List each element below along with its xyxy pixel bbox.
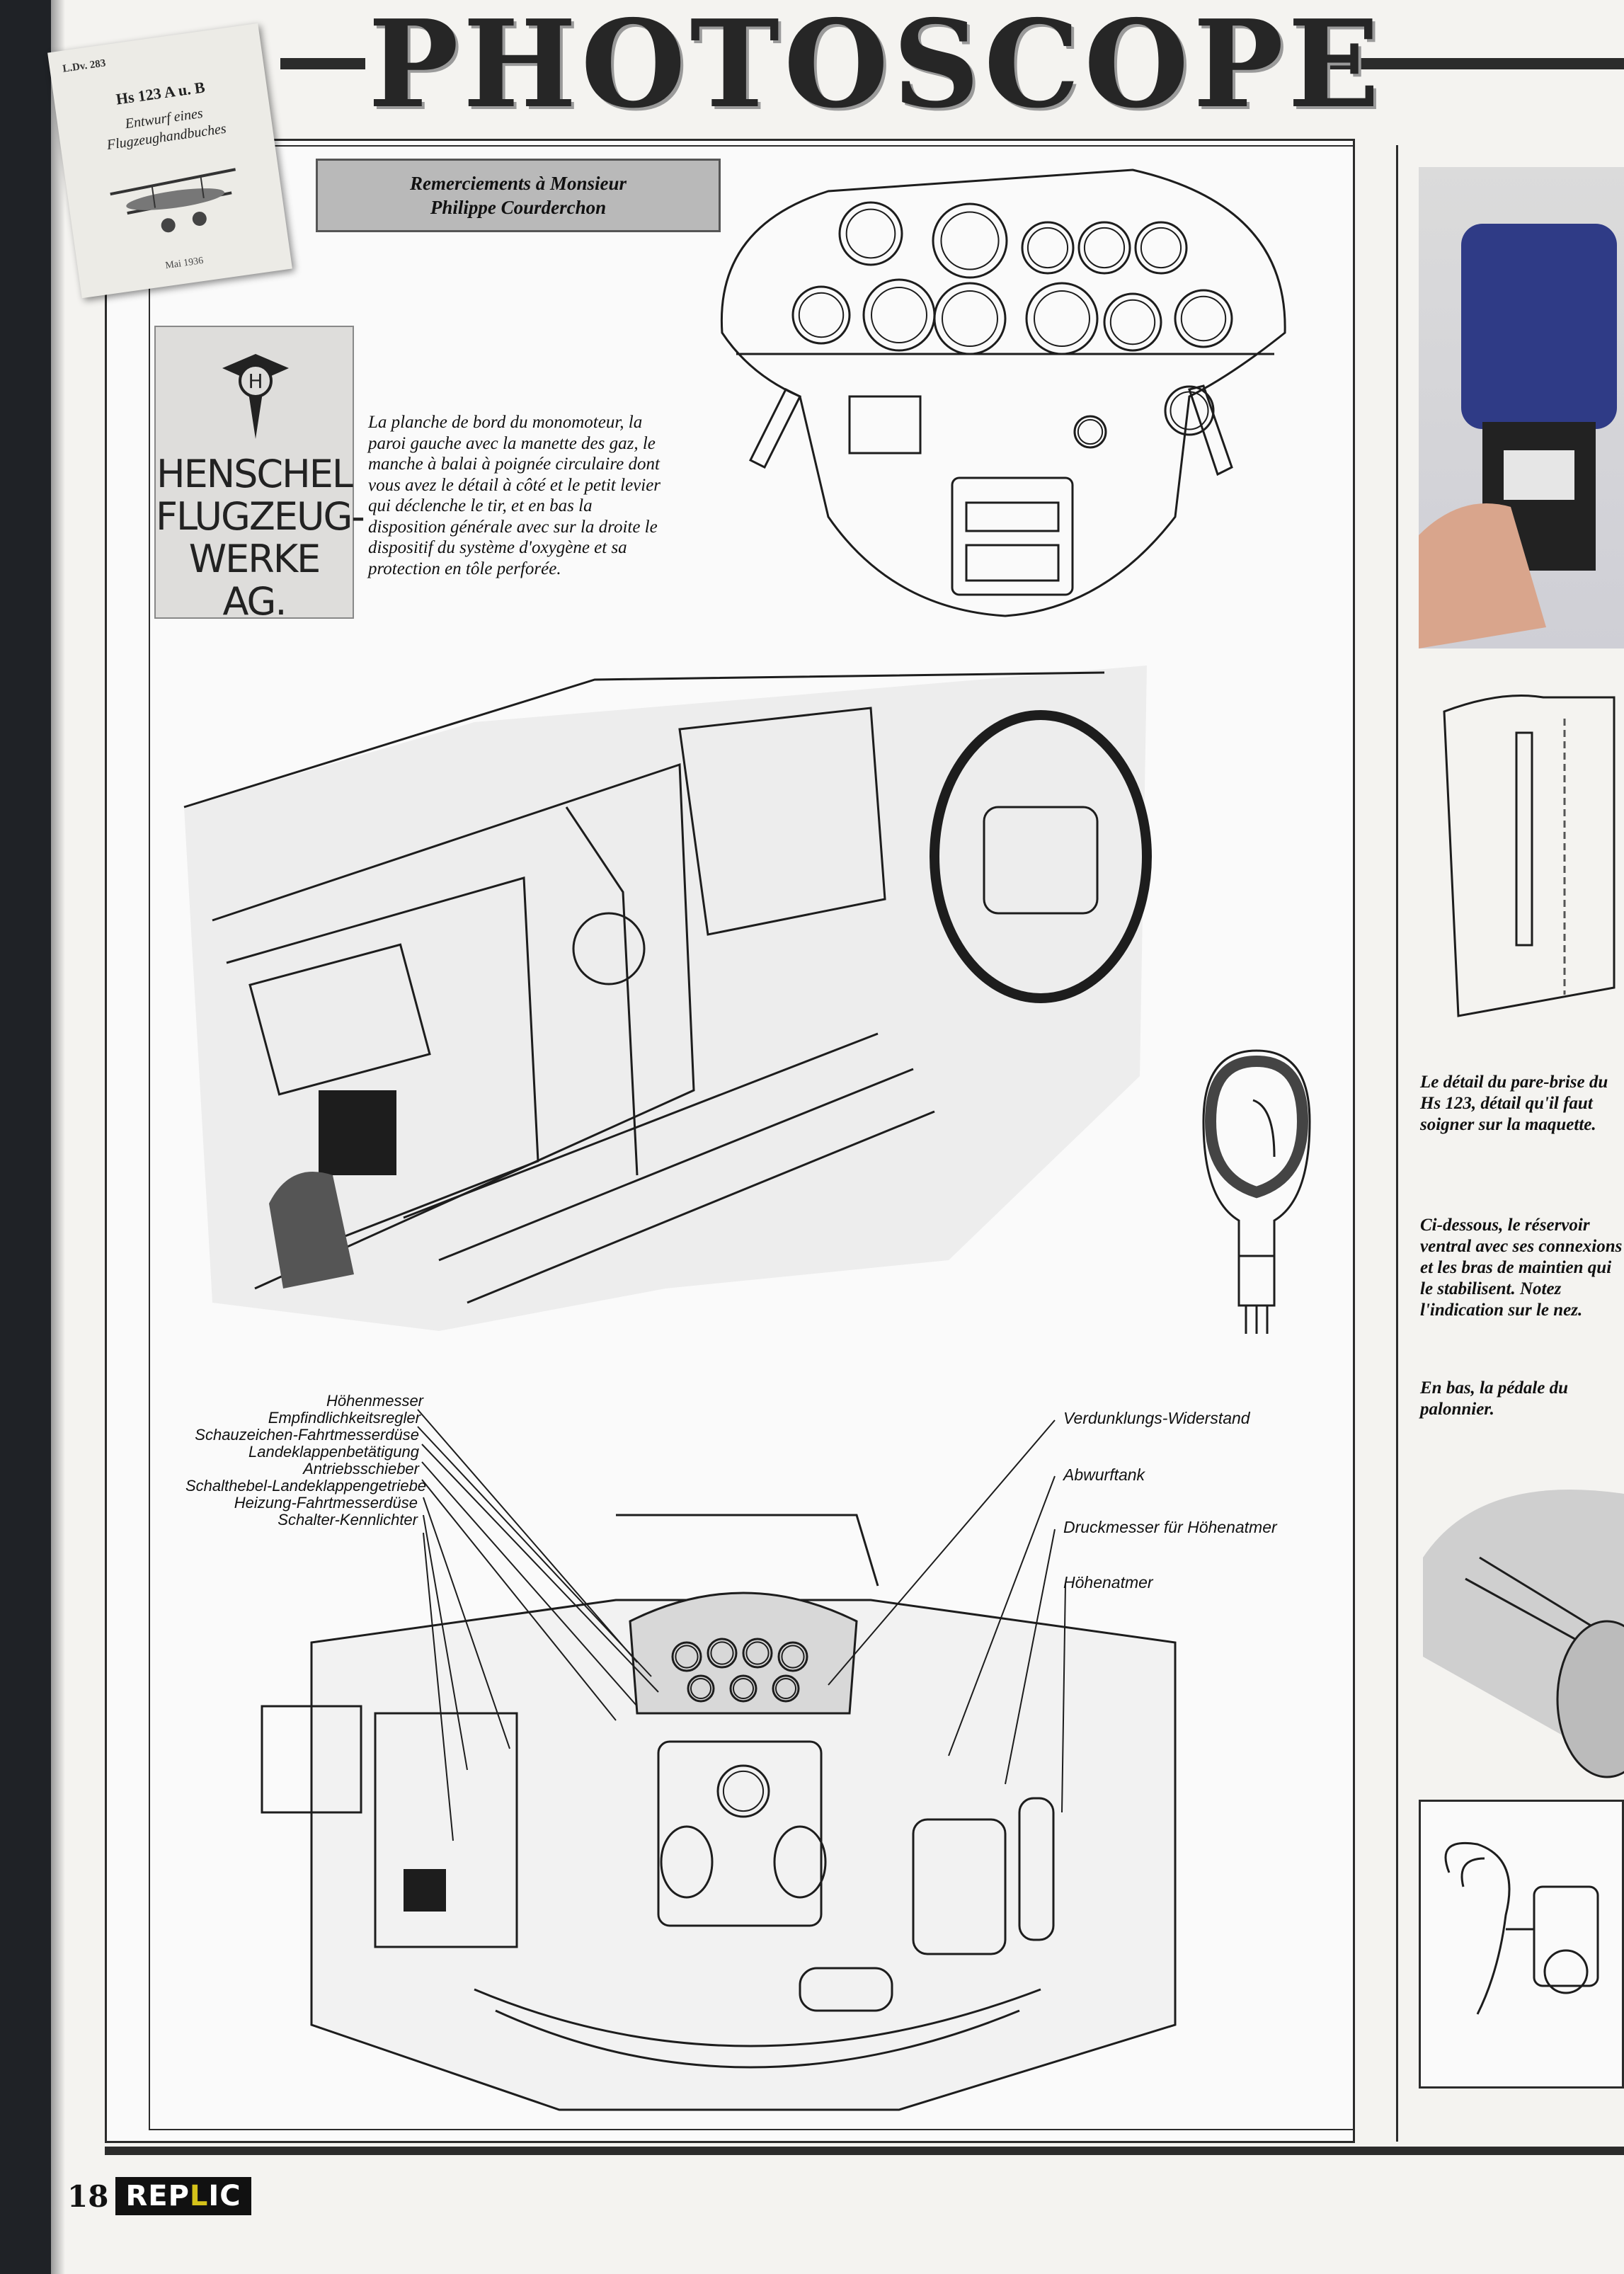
caption-instrument-panel: La planche de bord du monomoteur, la par… bbox=[368, 413, 661, 578]
label-schalthebel: Schalthebel-Landeklappengetriebe bbox=[185, 1477, 427, 1495]
rudder-pedal-box bbox=[1419, 1800, 1624, 2089]
page-number: 18 bbox=[67, 2178, 109, 2214]
arrangement-gauge bbox=[742, 1638, 773, 1669]
arrangement-gauge-bezel bbox=[774, 1677, 797, 1700]
arrangement-gauge bbox=[671, 1641, 702, 1672]
panel-gauge-bezel bbox=[1034, 290, 1090, 347]
henschel-emblem-icon: H bbox=[222, 354, 289, 439]
diagram-labels-left: Höhenmesser Empfindlichkeitsregler Schau… bbox=[185, 1392, 427, 1529]
label-schauzeichen: Schauzeichen-Fahrtmesserdüse bbox=[195, 1426, 419, 1444]
panel-gauge-bezel bbox=[942, 290, 998, 347]
panel-gauge bbox=[1134, 221, 1188, 275]
spine-shadow bbox=[51, 0, 65, 2274]
caption-pedal: En bas, la pédale du palonnier. bbox=[1420, 1378, 1569, 1419]
panel-gauge-bezel bbox=[1180, 295, 1227, 342]
arrangement-gauge-bezel bbox=[690, 1677, 712, 1700]
panel-gauge-bezel bbox=[871, 287, 927, 343]
panel-gauge bbox=[932, 202, 1008, 279]
label-landeklappenbetaetigung: Landeklappenbetätigung bbox=[248, 1443, 419, 1461]
arrangement-gauge bbox=[772, 1674, 800, 1703]
arrangement-gauge bbox=[716, 1764, 770, 1818]
henschel-brand: HENSCHEL FLUGZEUG- WERKE AG. bbox=[156, 452, 365, 624]
magazine-logo: REPLIC bbox=[115, 2177, 251, 2215]
instrument-panel-drawing bbox=[720, 168, 1286, 617]
arrangement-gauge-bezel bbox=[745, 1641, 770, 1665]
page-footer: 18 REPLIC bbox=[67, 2176, 251, 2216]
panel-gauge-bezel bbox=[845, 208, 896, 259]
panel-gauge bbox=[1073, 415, 1107, 449]
label-druckmesser: Druckmesser für Höhenatmer bbox=[1063, 1518, 1277, 1536]
label-empfindlichkeitsregler: Empfindlichkeitsregler bbox=[268, 1409, 421, 1427]
cockpit-side-drawing bbox=[183, 665, 1152, 1331]
label-antriebsschieber: Antriebsschieber bbox=[303, 1460, 419, 1478]
manual-cover: L.Dv. 283 Hs 123 A u. B Entwurf eines Fl… bbox=[47, 23, 292, 299]
label-hoehenmesser: Höhenmesser bbox=[326, 1392, 423, 1410]
arrangement-gauge-bezel bbox=[722, 1770, 765, 1812]
panel-gauge bbox=[791, 285, 851, 345]
svg-text:H: H bbox=[248, 370, 263, 393]
panel-gauge-bezel bbox=[798, 292, 845, 338]
panel-gauge bbox=[838, 201, 903, 266]
page-spine bbox=[0, 0, 51, 2274]
arrangement-gauge bbox=[687, 1674, 715, 1703]
page-title: PHOTOSCOPE bbox=[368, 0, 1384, 135]
control-stick-drawing bbox=[1202, 1049, 1311, 1334]
panel-gauge bbox=[933, 282, 1007, 355]
arrangement-gauge-bezel bbox=[675, 1645, 699, 1669]
bottom-rule bbox=[105, 2147, 1624, 2155]
content-frame bbox=[149, 145, 1355, 2130]
right-column bbox=[1396, 145, 1624, 2142]
arrangement-gauge bbox=[707, 1638, 738, 1669]
panel-gauge-bezel bbox=[940, 211, 1000, 270]
panel-gauge bbox=[1021, 221, 1075, 275]
panel-gauge-bezel bbox=[1140, 227, 1182, 269]
caption-windshield: Le détail du pare-brise du Hs 123, détai… bbox=[1420, 1073, 1608, 1134]
panel-gauge-bezel bbox=[1109, 299, 1156, 345]
panel-gauge-bezel bbox=[1077, 418, 1104, 445]
panel-gauge-bezel bbox=[1083, 227, 1126, 269]
credits-text: Remerciements à Monsieur Philippe Courde… bbox=[409, 173, 627, 218]
panel-gauge-bezel bbox=[1027, 227, 1069, 269]
arrangement-gauge bbox=[777, 1641, 808, 1672]
label-verdunklungs-widerstand: Verdunklungs-Widerstand bbox=[1063, 1409, 1250, 1427]
control-stick-photo bbox=[1419, 167, 1624, 649]
panel-gauge bbox=[1077, 221, 1131, 275]
arrangement-gauge-bezel bbox=[710, 1641, 734, 1665]
label-hoehenatmer: Höhenatmer bbox=[1063, 1573, 1153, 1592]
label-abwurftank: Abwurftank bbox=[1063, 1465, 1145, 1484]
credits-box: Remerciements à Monsieur Philippe Courde… bbox=[316, 159, 721, 232]
ventral-tank-photo bbox=[1423, 1490, 1624, 1778]
caption-tank: Ci-dessous, le réservoir ventral avec se… bbox=[1420, 1216, 1623, 1320]
panel-gauge bbox=[1174, 289, 1233, 348]
arrangement-gauge bbox=[729, 1674, 757, 1703]
panel-gauge bbox=[1103, 292, 1162, 352]
arrangement-gauge-bezel bbox=[732, 1677, 755, 1700]
header-rule-left bbox=[280, 58, 365, 69]
panel-gauge bbox=[1164, 385, 1215, 436]
label-schalter-kennlichter: Schalter-Kennlichter bbox=[278, 1511, 418, 1529]
panel-gauge bbox=[1025, 282, 1099, 355]
biplane-illustration bbox=[110, 168, 236, 233]
arrangement-gauge-bezel bbox=[781, 1645, 805, 1669]
henschel-logo-box: H HENSCHEL FLUGZEUG- WERKE AG. bbox=[154, 326, 365, 623]
label-heizung: Heizung-Fahrtmesserdüse bbox=[234, 1494, 418, 1512]
rudder-pedal-drawing bbox=[1444, 1841, 1599, 2015]
header-rule-right bbox=[1310, 58, 1624, 69]
windshield-drawing bbox=[1443, 695, 1616, 1017]
